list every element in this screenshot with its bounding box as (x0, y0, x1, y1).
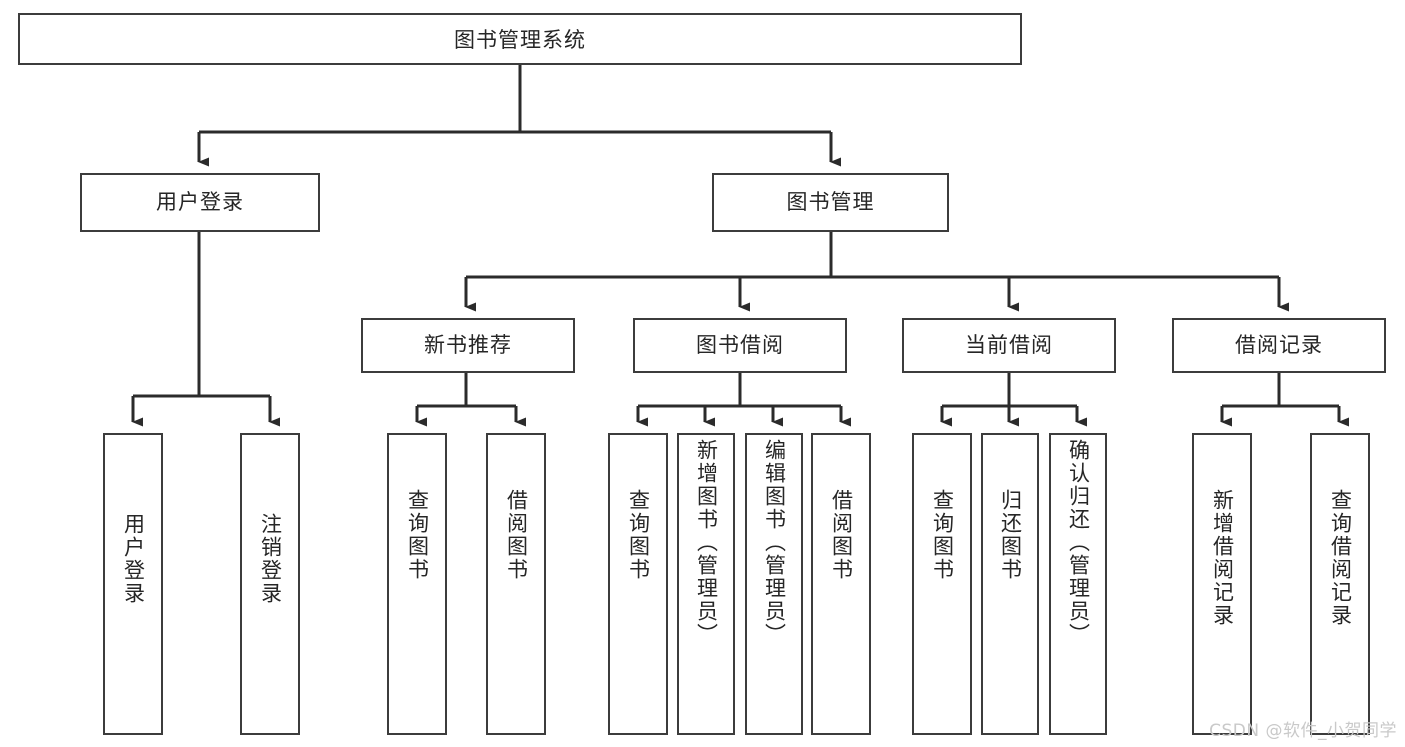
node-root-system[interactable]: 图书管理系统 (18, 13, 1022, 65)
node-label: 查询图书 (626, 489, 651, 581)
node-label: 查询借阅记录 (1328, 489, 1353, 627)
node-label: 查询图书 (930, 489, 955, 581)
node-leaf-query-book-new[interactable]: 查询图书 (387, 433, 447, 735)
node-leaf-query-book-borrow[interactable]: 查询图书 (608, 433, 668, 735)
node-label: 借阅图书 (504, 489, 529, 581)
node-borrow-records[interactable]: 借阅记录 (1172, 318, 1386, 373)
node-leaf-edit-book-admin[interactable]: 编辑图书（管理员） (745, 433, 803, 735)
node-label: 借阅图书 (829, 489, 854, 581)
node-label: 新书推荐 (424, 333, 512, 358)
node-label: 归还图书 (998, 489, 1023, 581)
node-label: 查询图书 (405, 489, 430, 581)
node-leaf-add-book-admin[interactable]: 新增图书（管理员） (677, 433, 735, 735)
node-leaf-user-login[interactable]: 用户登录 (103, 433, 163, 735)
node-book-management[interactable]: 图书管理 (712, 173, 949, 232)
node-new-book-recommend[interactable]: 新书推荐 (361, 318, 575, 373)
node-label: 图书管理系统 (454, 28, 586, 52)
node-label: 新增借阅记录 (1210, 489, 1235, 627)
node-leaf-return-book[interactable]: 归还图书 (981, 433, 1039, 735)
node-label: 图书管理 (786, 190, 875, 215)
node-label: 借阅记录 (1235, 333, 1323, 358)
node-label: 当前借阅 (965, 333, 1053, 358)
node-leaf-user-logout[interactable]: 注销登录 (240, 433, 300, 735)
node-user-login[interactable]: 用户登录 (80, 173, 320, 232)
node-leaf-confirm-return-admin[interactable]: 确认归还（管理员） (1049, 433, 1107, 735)
node-label: 确认归还（管理员） (1066, 439, 1091, 646)
node-label: 图书借阅 (696, 333, 784, 358)
node-book-borrow[interactable]: 图书借阅 (633, 318, 847, 373)
node-leaf-add-borrow-record[interactable]: 新增借阅记录 (1192, 433, 1252, 735)
node-label: 用户登录 (121, 513, 146, 605)
node-label: 编辑图书（管理员） (762, 439, 787, 646)
node-leaf-query-borrow-record[interactable]: 查询借阅记录 (1310, 433, 1370, 735)
node-leaf-borrow-book-new[interactable]: 借阅图书 (486, 433, 546, 735)
node-current-borrow[interactable]: 当前借阅 (902, 318, 1116, 373)
node-label: 用户登录 (156, 190, 244, 215)
node-label: 新增图书（管理员） (694, 439, 719, 646)
node-leaf-query-book-current[interactable]: 查询图书 (912, 433, 972, 735)
node-leaf-borrow-book[interactable]: 借阅图书 (811, 433, 871, 735)
node-label: 注销登录 (258, 513, 283, 605)
